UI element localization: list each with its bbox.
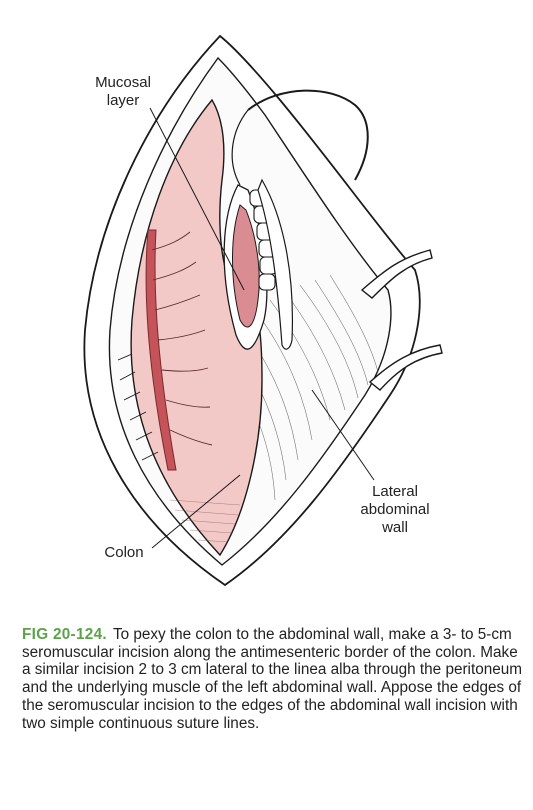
- caption-text: To pexy the colon to the abdominal wall,…: [22, 626, 522, 732]
- label-mucosal-layer: Mucosal layer: [88, 74, 158, 110]
- mucosal-layer: [232, 204, 260, 328]
- figure-caption: FIG 20-124.To pexy the colon to the abdo…: [22, 626, 522, 732]
- suture-needle: [247, 89, 369, 181]
- surgical-illustration: Mucosal layer Lateral abdominal wall Col…: [83, 34, 450, 587]
- vessel-branches: [151, 231, 213, 446]
- leader-line-colon: [151, 474, 241, 549]
- label-lateral-line1: Lateral: [372, 483, 418, 500]
- label-lateral-line3: wall: [382, 519, 408, 536]
- label-colon: Colon: [104, 544, 144, 561]
- label-mucosal-line1: Mucosal: [95, 74, 151, 91]
- label-mucosal-line2: layer: [106, 92, 140, 109]
- leader-line-lateral: [311, 389, 375, 481]
- retractor-upper: [360, 249, 433, 299]
- colon-shading: [169, 499, 241, 543]
- colopexy-drawing: [83, 34, 443, 587]
- label-lateral-line2: abdominal: [360, 501, 430, 518]
- mesenteric-vessel: [145, 229, 177, 471]
- retractor-lower: [368, 344, 443, 391]
- wound-edge-hatching: [117, 353, 159, 461]
- abdominal-wall-incision: [257, 178, 294, 350]
- figure-number: FIG 20-124.: [22, 626, 107, 643]
- label-lateral-abdominal-wall: Lateral abdominal wall: [340, 483, 450, 537]
- suture-thread: [231, 109, 249, 186]
- leader-line-mucosal: [149, 107, 245, 291]
